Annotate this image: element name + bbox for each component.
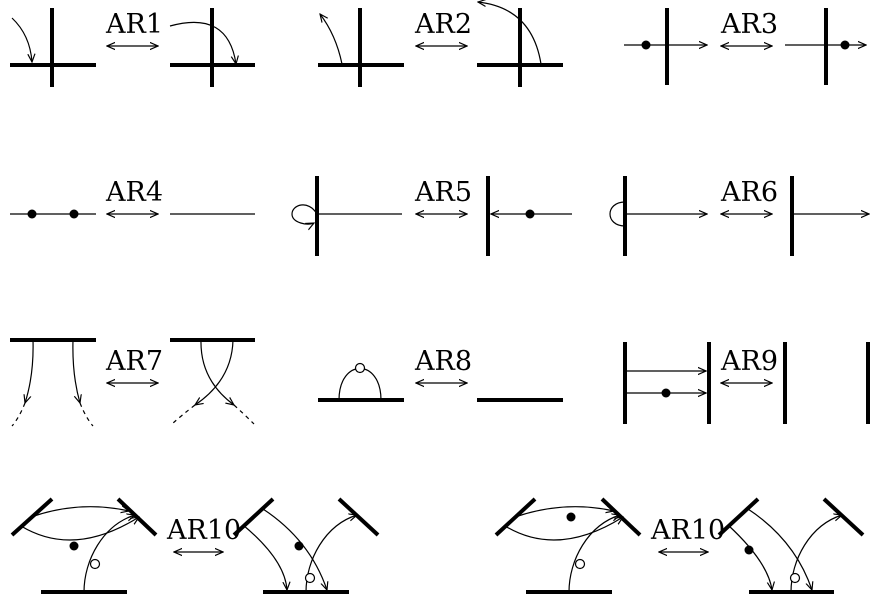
hollow-point (304, 572, 316, 584)
half-circle-arc (338, 367, 382, 401)
loop-arc (609, 201, 707, 227)
arc-curve (30, 507, 129, 518)
move-ar10-left: AR10 (10, 497, 380, 594)
move-label-ar7: AR7 (105, 346, 163, 377)
move-label-ar4: AR4 (105, 177, 163, 208)
arc-curve (25, 339, 34, 403)
boundary-edge (337, 497, 380, 537)
move-label-ar3: AR3 (720, 9, 778, 40)
arc-continuation (11, 402, 26, 427)
marked-point (69, 541, 79, 551)
move-ar8: AR8 (318, 346, 563, 402)
move-ar1: AR1 (10, 8, 255, 87)
arc-continuation (233, 404, 255, 425)
arc-curve (320, 14, 343, 65)
marked-point (69, 209, 79, 219)
move-ar4: AR4 (10, 177, 255, 219)
move-label-ar1: AR1 (105, 9, 163, 40)
arc-curve (242, 524, 287, 590)
marked-point (744, 545, 754, 555)
marked-point (641, 40, 651, 50)
arc-curve (11, 17, 32, 62)
move-ar10-right: AR10 (494, 497, 865, 594)
boundary-edge (116, 497, 158, 537)
move-ar9: AR9 (623, 342, 870, 424)
move-label-ar5: AR5 (414, 177, 472, 208)
marked-point (840, 40, 850, 50)
arc-curve (514, 507, 614, 518)
move-label-ar6: AR6 (720, 177, 778, 208)
hollow-point (354, 362, 366, 374)
move-ar5: AR5 (291, 176, 572, 256)
move-ar6: AR6 (609, 176, 869, 256)
marked-point (27, 209, 37, 219)
arc-continuation (79, 402, 94, 427)
arc-curve (200, 339, 234, 405)
hollow-point (89, 558, 101, 570)
marked-point (661, 388, 671, 398)
move-label-ar8: AR8 (414, 346, 472, 377)
arc-curve (72, 339, 80, 403)
boundary-edge (600, 497, 642, 537)
marked-point (525, 209, 535, 219)
arc-curve (504, 517, 623, 541)
arc-curve (568, 515, 620, 593)
arc-curve (83, 515, 135, 593)
arc-continuation (171, 404, 196, 425)
move-label-ar10-left: AR10 (166, 515, 241, 546)
hollow-point (789, 572, 801, 584)
move-ar7: AR7 (10, 338, 255, 427)
move-ar3: AR3 (624, 8, 866, 85)
boundary-edge (822, 497, 865, 537)
loop-arc (291, 204, 402, 224)
arc-curve (727, 524, 772, 590)
move-ar2: AR2 (318, 2, 563, 87)
hollow-point (574, 558, 586, 570)
move-label-ar2: AR2 (414, 9, 472, 40)
boundary-edge (717, 497, 760, 537)
move-label-ar10-right: AR10 (650, 515, 725, 546)
arc-curve (478, 2, 542, 65)
arc-curve (20, 517, 139, 541)
boundary-edge (232, 497, 275, 537)
arc-curve (747, 508, 812, 590)
move-label-ar9: AR9 (720, 346, 778, 377)
marked-point (566, 512, 576, 522)
arc-curve (195, 339, 234, 405)
arc-curve (169, 21, 236, 64)
marked-point (294, 541, 304, 551)
